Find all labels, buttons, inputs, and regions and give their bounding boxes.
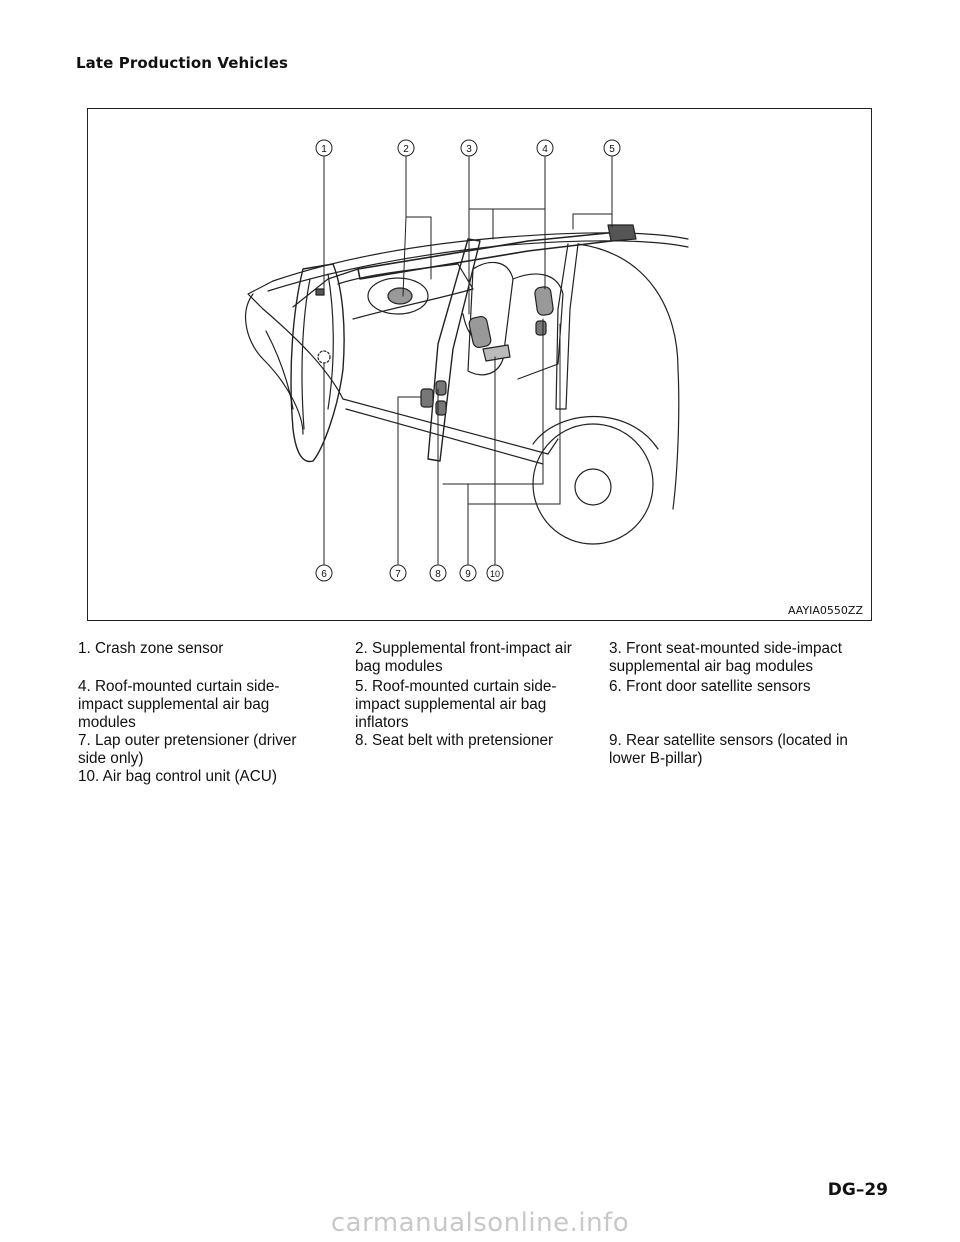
legend-item: 5. Roof-mounted curtain side-impact supp… (355, 678, 600, 732)
legend-item: 3. Front seat-mounted side-impact supple… (609, 640, 879, 676)
callout-10: 10 (490, 569, 500, 579)
legend-item: 4. Roof-mounted curtain side-impact supp… (78, 678, 323, 732)
section-title: Late Production Vehicles (76, 54, 288, 72)
callout-4: 4 (542, 144, 548, 155)
legend-item: 10. Air bag control unit (ACU) (78, 768, 323, 786)
legend-item: 8. Seat belt with pretensioner (355, 732, 600, 750)
watermark[interactable]: carmanualsonline.info (0, 1208, 960, 1238)
legend-item: 7. Lap outer pretensioner (driver side o… (78, 732, 323, 768)
callout-9: 9 (465, 569, 471, 580)
callout-1: 1 (321, 144, 327, 155)
car-interior-illustration: 1 2 3 4 5 6 7 8 9 10 (88, 109, 873, 622)
legend-item: 2. Supplemental front-impact air bag mod… (355, 640, 600, 676)
legend-item: 6. Front door satellite sensors (609, 678, 879, 696)
legend-item: 9. Rear satellite sensors (located in lo… (609, 732, 879, 768)
callout-8: 8 (435, 569, 441, 580)
callout-5: 5 (609, 144, 615, 155)
callout-6: 6 (321, 569, 327, 580)
callout-2: 2 (403, 144, 409, 155)
figure-code: AAYIA0550ZZ (788, 604, 863, 617)
page-number: DG–29 (828, 1180, 888, 1200)
legend-item: 1. Crash zone sensor (78, 640, 323, 658)
airbag-location-figure: 1 2 3 4 5 6 7 8 9 10 AAYIA0550ZZ (87, 108, 872, 621)
callout-7: 7 (395, 569, 401, 580)
callout-3: 3 (466, 144, 472, 155)
